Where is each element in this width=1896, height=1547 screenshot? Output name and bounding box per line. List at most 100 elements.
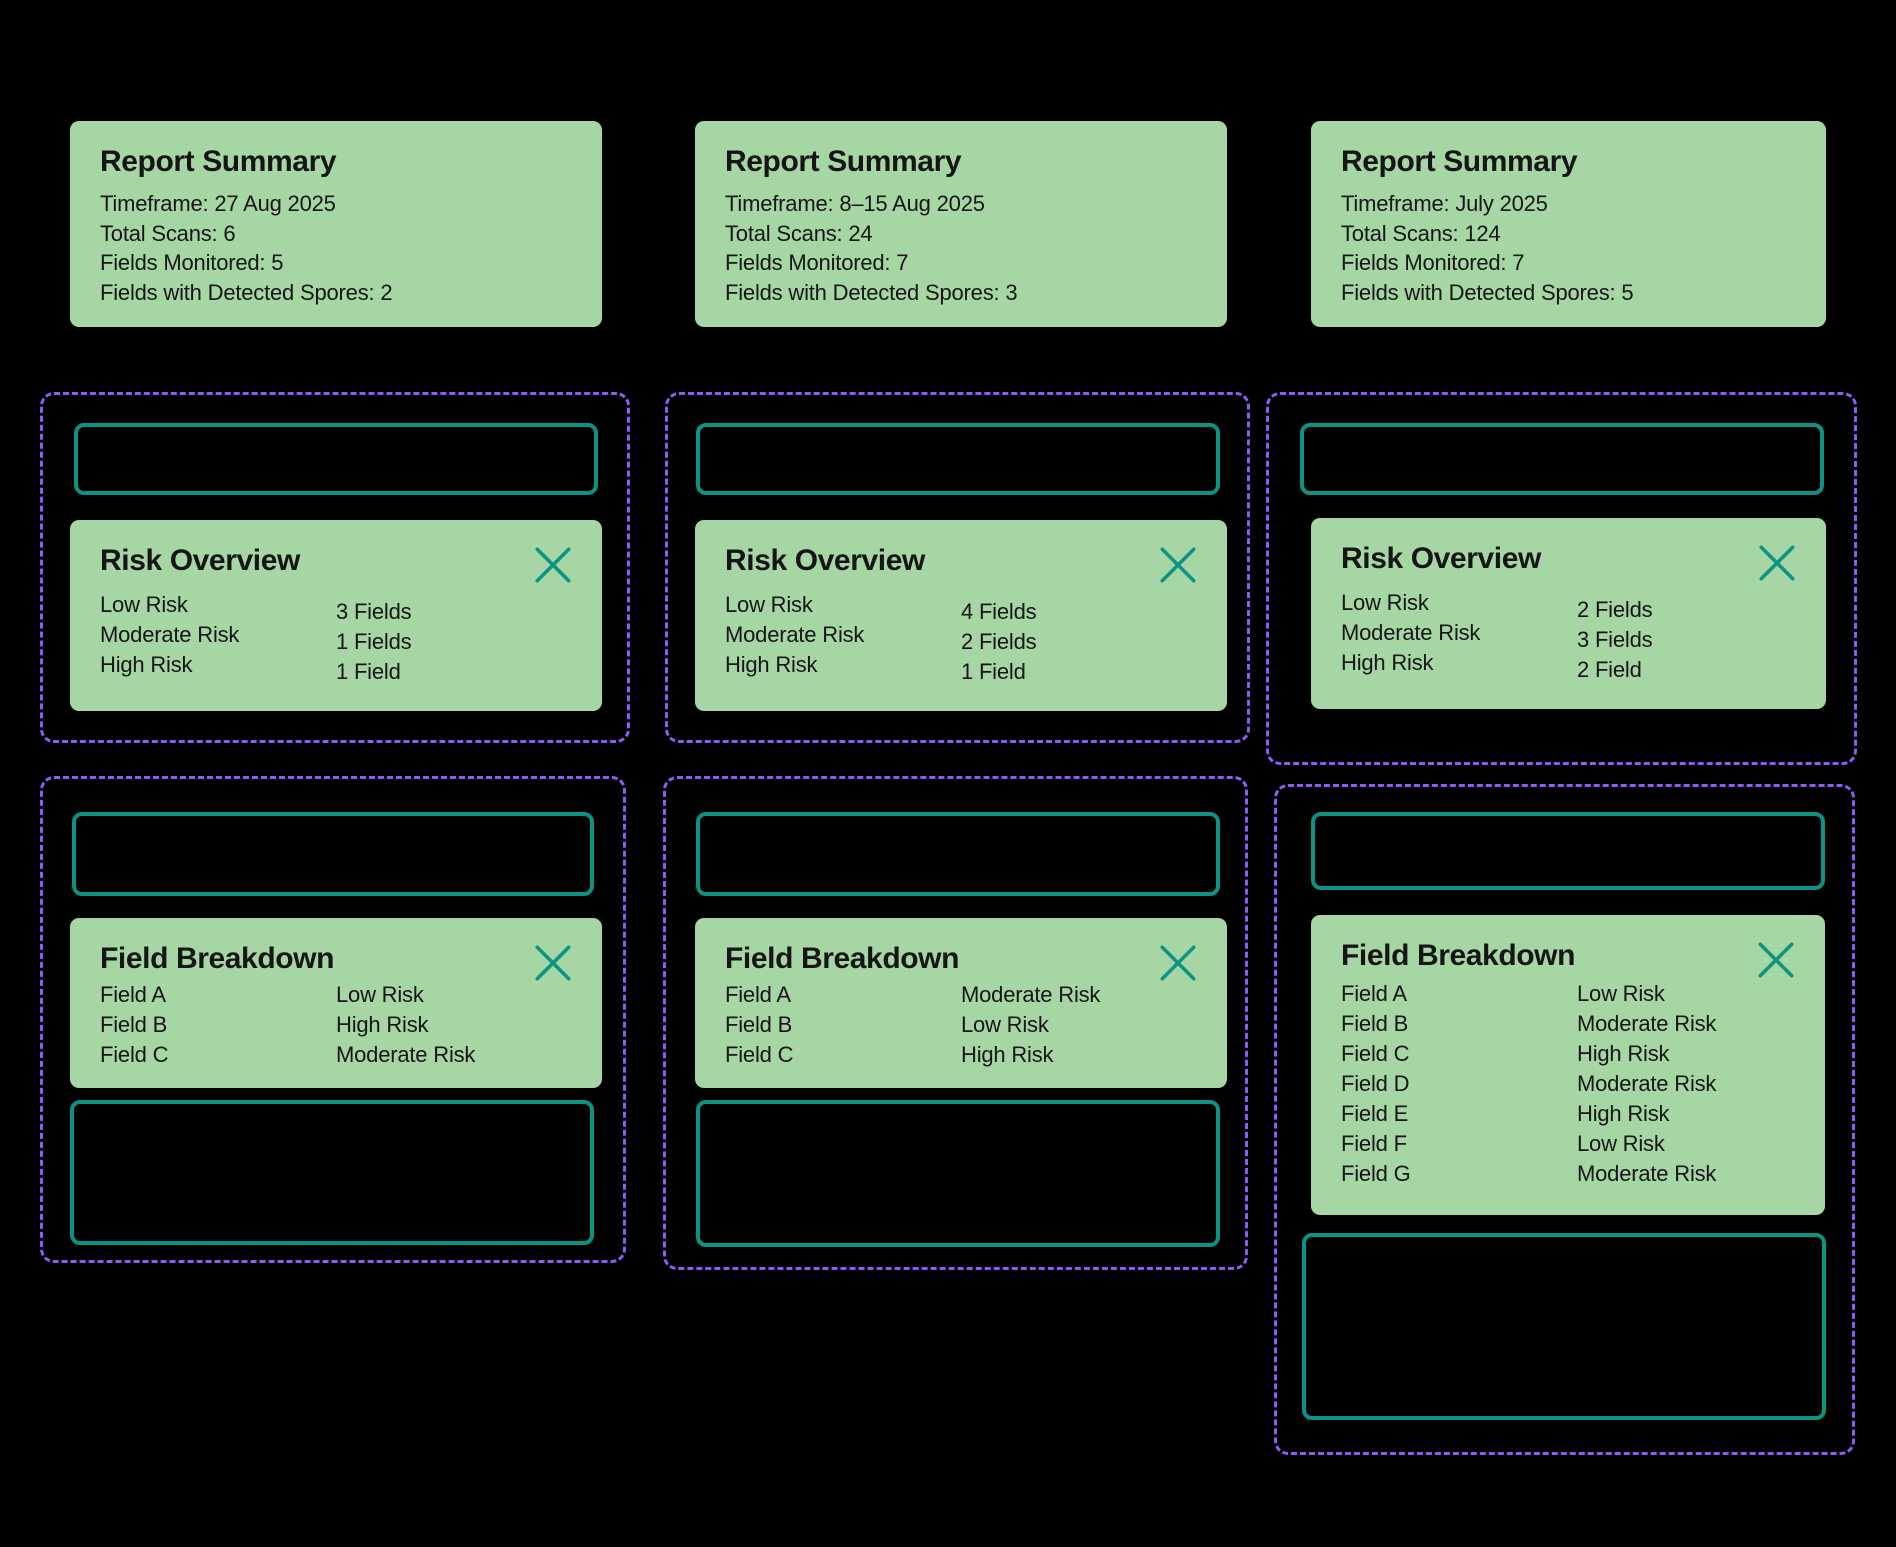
risk-overview-frame: [40, 392, 630, 743]
field-risk-value: High Risk: [1577, 1101, 1670, 1126]
field-row: Field A Low Risk: [100, 980, 572, 1010]
risk-value: 2 Fields: [961, 629, 1037, 654]
risk-value: 3 Fields: [1577, 627, 1653, 652]
empty-placeholder-box: [696, 423, 1220, 495]
close-button[interactable]: [1755, 939, 1797, 981]
empty-placeholder-box: [74, 423, 598, 495]
field-label: Field G: [1341, 1161, 1411, 1186]
field-risk-value: High Risk: [1577, 1041, 1670, 1066]
field-label: Field A: [100, 982, 166, 1007]
empty-placeholder-box: [696, 812, 1220, 896]
field-label: Field A: [1341, 981, 1407, 1006]
close-button[interactable]: [1756, 542, 1798, 584]
risk-value: 4 Fields: [961, 599, 1037, 624]
field-risk-value: Moderate Risk: [961, 982, 1101, 1007]
risk-row: Moderate Risk 3 Fields: [1341, 618, 1796, 652]
report-summary-title: Report Summary: [1341, 145, 1578, 178]
risk-label: Moderate Risk: [1341, 620, 1481, 645]
field-row: Field C High Risk: [1341, 1039, 1795, 1069]
field-row: Field G Moderate Risk: [1341, 1159, 1795, 1189]
risk-label: High Risk: [725, 652, 818, 677]
report-summary-line: Fields Monitored: 7: [725, 250, 909, 275]
risk-overview-card: Risk Overview Low Risk 4 Fields Moderate…: [695, 520, 1227, 711]
close-button[interactable]: [532, 544, 574, 586]
report-summary-line: Fields Monitored: 7: [1341, 250, 1525, 275]
risk-overview-rows: Low Risk 3 Fields Moderate Risk 1 Fields…: [100, 590, 572, 684]
empty-placeholder-box: [70, 1100, 594, 1245]
risk-value: 2 Field: [1577, 657, 1642, 682]
risk-row: High Risk 2 Field: [1341, 648, 1796, 682]
report-summary-line: Total Scans: 6: [100, 220, 236, 246]
field-row: Field A Moderate Risk: [725, 980, 1197, 1010]
close-button[interactable]: [1157, 544, 1199, 586]
field-risk-value: Low Risk: [1577, 981, 1665, 1006]
field-risk-value: Low Risk: [336, 982, 424, 1007]
close-icon: [1758, 942, 1794, 978]
risk-row: Low Risk 4 Fields: [725, 590, 1197, 624]
field-row: Field B High Risk: [100, 1010, 572, 1040]
risk-overview-rows: Low Risk 4 Fields Moderate Risk 2 Fields…: [725, 590, 1197, 684]
risk-row: Moderate Risk 2 Fields: [725, 620, 1197, 654]
field-label: Field C: [725, 1042, 794, 1067]
field-risk-value: High Risk: [336, 1012, 429, 1037]
field-row: Field B Low Risk: [725, 1010, 1197, 1040]
report-summary-line: Fields with Detected Spores: 5: [1341, 279, 1634, 305]
risk-value: 1 Field: [961, 659, 1026, 684]
report-summary-title: Report Summary: [100, 145, 337, 178]
risk-row: Moderate Risk 1 Fields: [100, 620, 572, 654]
field-risk-value: Moderate Risk: [336, 1042, 476, 1067]
risk-value: 3 Fields: [336, 599, 412, 624]
risk-label: High Risk: [100, 652, 193, 677]
field-risk-value: Moderate Risk: [1577, 1011, 1717, 1036]
report-summary-line: Timeframe: July 2025: [1341, 191, 1548, 216]
report-summary-line: Total Scans: 24: [725, 220, 873, 246]
field-row: Field B Moderate Risk: [1341, 1009, 1795, 1039]
field-row: Field E High Risk: [1341, 1099, 1795, 1129]
field-breakdown-title: Field Breakdown: [1341, 939, 1576, 972]
field-label: Field C: [1341, 1041, 1410, 1066]
field-breakdown-rows: Field A Moderate Risk Field B Low Risk F…: [725, 980, 1197, 1070]
field-risk-value: Moderate Risk: [1577, 1161, 1717, 1186]
close-icon: [1759, 545, 1795, 581]
field-breakdown-card: Field Breakdown Field A Moderate Risk Fi…: [695, 918, 1227, 1088]
close-icon: [535, 945, 571, 981]
field-row: Field C High Risk: [725, 1040, 1197, 1070]
risk-label: Low Risk: [1341, 590, 1429, 615]
risk-overview-title: Risk Overview: [725, 544, 925, 577]
risk-overview-title: Risk Overview: [1341, 542, 1541, 575]
field-label: Field D: [1341, 1071, 1410, 1096]
report-summary-line: Total Scans: 124: [1341, 220, 1501, 246]
field-risk-value: High Risk: [961, 1042, 1054, 1067]
close-button[interactable]: [1157, 942, 1199, 984]
field-row: Field F Low Risk: [1341, 1129, 1795, 1159]
risk-overview-card: Risk Overview Low Risk 2 Fields Moderate…: [1311, 518, 1826, 709]
field-breakdown-rows: Field A Low Risk Field B Moderate Risk F…: [1341, 979, 1795, 1189]
field-label: Field B: [1341, 1011, 1409, 1036]
field-risk-value: Moderate Risk: [1577, 1071, 1717, 1096]
risk-overview-title: Risk Overview: [100, 544, 300, 577]
empty-placeholder-box: [696, 1100, 1220, 1247]
field-label: Field B: [100, 1012, 168, 1037]
field-breakdown-rows: Field A Low Risk Field B High Risk Field…: [100, 980, 572, 1070]
field-breakdown-frame: [1274, 784, 1855, 1455]
risk-row: High Risk 1 Field: [100, 650, 572, 684]
field-breakdown-frame: [663, 776, 1248, 1270]
close-button[interactable]: [532, 942, 574, 984]
report-summary-title: Report Summary: [725, 145, 962, 178]
risk-row: Low Risk 2 Fields: [1341, 588, 1796, 622]
field-row: Field D Moderate Risk: [1341, 1069, 1795, 1099]
report-summary-line: Fields with Detected Spores: 2: [100, 279, 393, 305]
risk-overview-card: Risk Overview Low Risk 3 Fields Moderate…: [70, 520, 602, 711]
field-breakdown-card: Field Breakdown Field A Low Risk Field B…: [70, 918, 602, 1088]
report-summary-line: Fields with Detected Spores: 3: [725, 279, 1018, 305]
field-breakdown-card: Field Breakdown Field A Low Risk Field B…: [1311, 915, 1825, 1215]
field-label: Field B: [725, 1012, 793, 1037]
empty-placeholder-box: [72, 812, 594, 896]
risk-row: High Risk 1 Field: [725, 650, 1197, 684]
